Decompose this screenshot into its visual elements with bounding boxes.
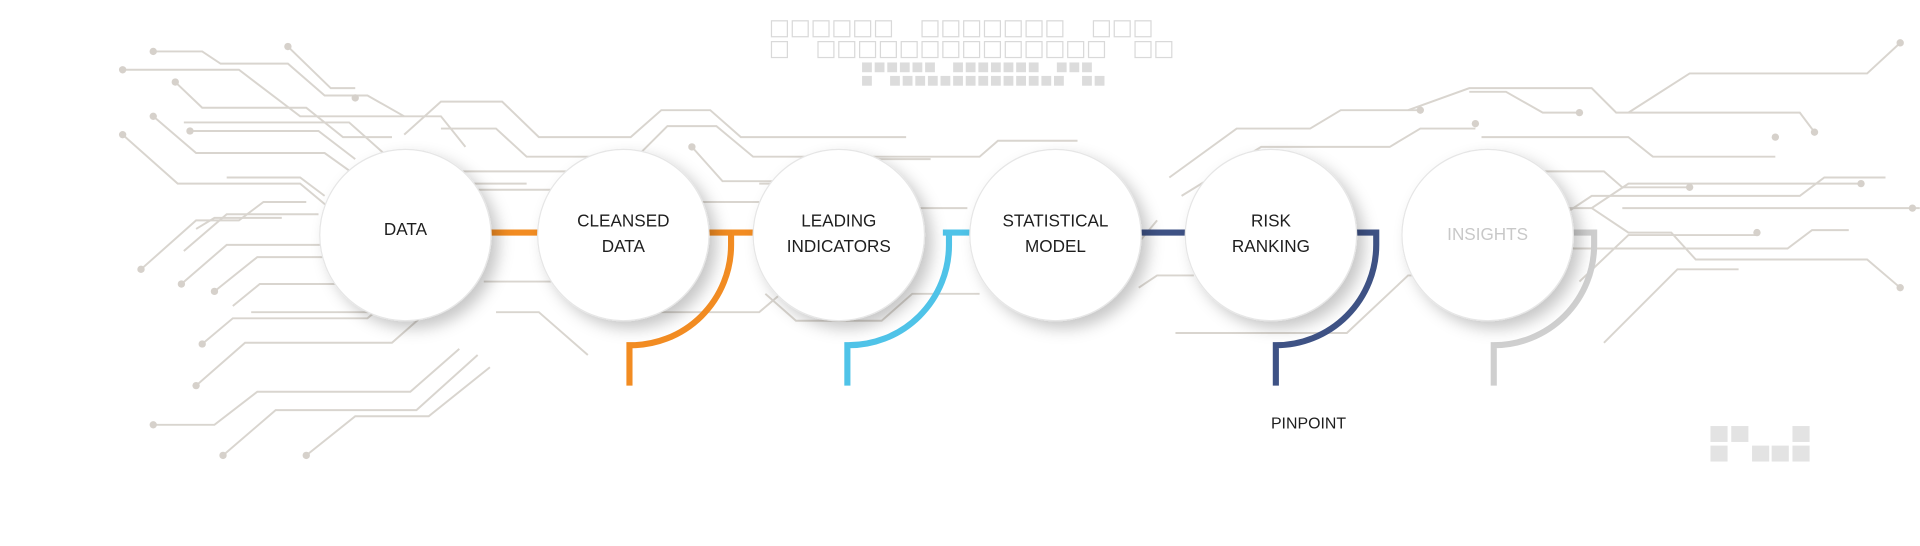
header-square: [1016, 62, 1026, 73]
header-square: [890, 75, 900, 86]
header-square: [978, 62, 989, 73]
header-square: [963, 20, 981, 38]
stage-label: DATA: [384, 219, 428, 239]
stage-circle: [537, 148, 710, 322]
header-square: [942, 20, 960, 38]
pinpoint-label: PINPOINT: [1271, 415, 1346, 432]
header-square: [921, 20, 939, 38]
stage-label: INSIGHTS: [1447, 224, 1528, 244]
connector-risk-arc: [1272, 229, 1380, 386]
header-square: [1054, 75, 1064, 86]
stage-circle: [1401, 148, 1574, 322]
connectors: [489, 229, 1598, 386]
stage-insights: INSIGHTS: [1401, 148, 1574, 322]
header-square: [838, 41, 856, 59]
stage-circle: [1184, 148, 1358, 322]
connector-cleansed-arc: [626, 229, 735, 386]
header-square: [1082, 75, 1092, 86]
header-square: [770, 20, 788, 38]
header-square: [902, 75, 913, 86]
header-square: [1003, 62, 1014, 73]
header-square: [990, 62, 1001, 73]
stage-label: RANKING: [1232, 236, 1310, 256]
header-square: [887, 62, 898, 73]
header-square: [1046, 41, 1064, 59]
header-square: [1025, 41, 1043, 59]
stage-label: INDICATORS: [787, 236, 891, 256]
header-square: [1004, 41, 1022, 59]
circuit-lines: [121, 42, 1920, 457]
header-square: [1003, 75, 1014, 86]
header-square: [1155, 41, 1173, 59]
stage-statistical-model: STATISTICAL MODEL: [969, 148, 1142, 322]
header-square: [1113, 20, 1131, 38]
header-square: [1082, 62, 1092, 73]
header-square: [899, 62, 910, 73]
stage-circle: [752, 148, 926, 322]
header-square: [1092, 20, 1110, 38]
stage-circle: [969, 148, 1142, 322]
stage-cleansed-data: CLEANSED DATA: [537, 148, 710, 322]
header-square: [983, 20, 1002, 38]
header-square: [953, 75, 963, 86]
header-square: [963, 41, 981, 59]
stage-label: DATA: [602, 236, 646, 256]
header-square: [1041, 75, 1052, 86]
header-square: [990, 75, 1001, 86]
header-square: [862, 75, 872, 86]
stage-label: RISK: [1251, 210, 1292, 230]
header-square: [812, 20, 830, 38]
header-square: [817, 41, 835, 59]
circuit-dots: [118, 39, 1917, 460]
header-square: [953, 62, 963, 73]
header-square: [859, 41, 877, 59]
header-square: [862, 62, 872, 73]
header-square: [1067, 41, 1085, 59]
stage-data: DATA: [319, 148, 492, 322]
header-square: [879, 41, 897, 59]
header-square: [978, 75, 989, 86]
header-square: [1046, 20, 1064, 38]
header-square: [1004, 20, 1022, 38]
stage-circle: [319, 148, 492, 322]
header-square: [1094, 75, 1105, 86]
header-square: [833, 20, 851, 38]
header-square: [770, 41, 788, 59]
stage-leading-indicators: LEADING INDICATORS: [752, 148, 926, 322]
header-square: [1056, 62, 1067, 73]
header-square: [915, 75, 926, 86]
header-square: [965, 75, 976, 86]
header-square: [1134, 20, 1152, 38]
connector-insights-arc: [1490, 229, 1598, 386]
connector-leading-arc: [844, 229, 953, 386]
header-square: [927, 75, 938, 86]
header-square: [854, 20, 872, 38]
header-square: [965, 62, 976, 73]
header-squares: [770, 20, 1173, 86]
stage-label: MODEL: [1025, 236, 1086, 256]
header-square: [925, 62, 935, 73]
stage-label: STATISTICAL: [1003, 210, 1109, 230]
header-square: [1134, 41, 1152, 59]
header-square: [874, 20, 893, 38]
corner-squares: [1710, 426, 1810, 462]
header-square: [1016, 75, 1026, 86]
header-square: [1028, 62, 1039, 73]
header-square: [921, 41, 939, 59]
header-square: [942, 41, 960, 59]
header-square: [874, 62, 885, 73]
header-square: [900, 41, 918, 59]
header-square: [1028, 75, 1039, 86]
header-square: [791, 20, 809, 38]
stage-label: LEADING: [801, 210, 876, 230]
header-square: [1087, 41, 1106, 59]
stage-risk-ranking: RISK RANKING: [1184, 148, 1358, 322]
header-square: [940, 75, 951, 86]
header-square: [1025, 20, 1043, 38]
header-square: [983, 41, 1002, 59]
header-square: [1069, 62, 1080, 73]
stage-label: CLEANSED: [577, 210, 669, 230]
header-square: [912, 62, 923, 73]
